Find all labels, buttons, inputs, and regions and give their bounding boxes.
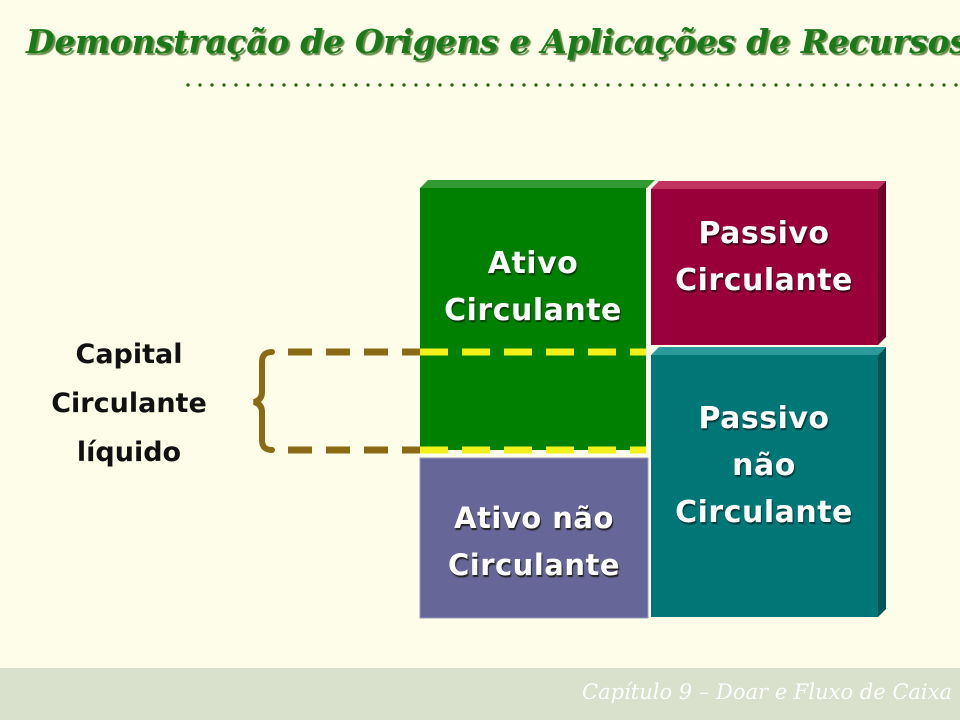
- passivo-nao-circulante-line-3: Circulante: [675, 495, 853, 530]
- ativo-nao-circulante-line-2: Circulante: [447, 548, 621, 582]
- box-ativo-nao-circulante: [419, 457, 649, 619]
- left-label-line-2: Circulante: [51, 388, 207, 419]
- passivo-nao-circulante-label: Passivo não Circulante: [651, 395, 877, 536]
- footer-bar: Capítulo 9 – Doar e Fluxo de Caixa: [0, 668, 960, 720]
- ativo-circulante-label: Ativo Circulante: [420, 240, 646, 334]
- passivo-nao-circulante-line-2: não: [732, 448, 796, 483]
- passivo-circulante-line-1: Passivo: [698, 216, 830, 251]
- ativo-nao-circulante-label: Ativo não Circulante: [420, 495, 648, 589]
- box-passivo-nao-circulante: [651, 347, 886, 617]
- passivo-circulante-label: Passivo Circulante: [651, 210, 877, 304]
- title-dotted-divider: [182, 82, 960, 88]
- left-label-line-3: líquido: [76, 437, 182, 468]
- left-label-line-1: Capital: [75, 339, 183, 370]
- page-title: Demonstração de Origens e Aplicações de …: [26, 22, 960, 61]
- ativo-nao-circulante-line-1: Ativo não: [454, 501, 614, 535]
- capital-circulante-liquido-label: Capital Circulante líquido: [20, 330, 238, 477]
- footer-chapter-text: Capítulo 9 – Doar e Fluxo de Caixa: [582, 680, 952, 704]
- ativo-circulante-line-1: Ativo: [487, 246, 579, 281]
- curly-brace: [253, 349, 275, 453]
- passivo-nao-circulante-line-1: Passivo: [698, 401, 830, 436]
- balance-diagram: [253, 180, 886, 619]
- box-ativo-circulante: [420, 180, 655, 450]
- box-passivo-circulante: [651, 181, 886, 345]
- passivo-circulante-line-2: Circulante: [675, 263, 853, 298]
- ativo-circulante-line-2: Circulante: [444, 293, 622, 328]
